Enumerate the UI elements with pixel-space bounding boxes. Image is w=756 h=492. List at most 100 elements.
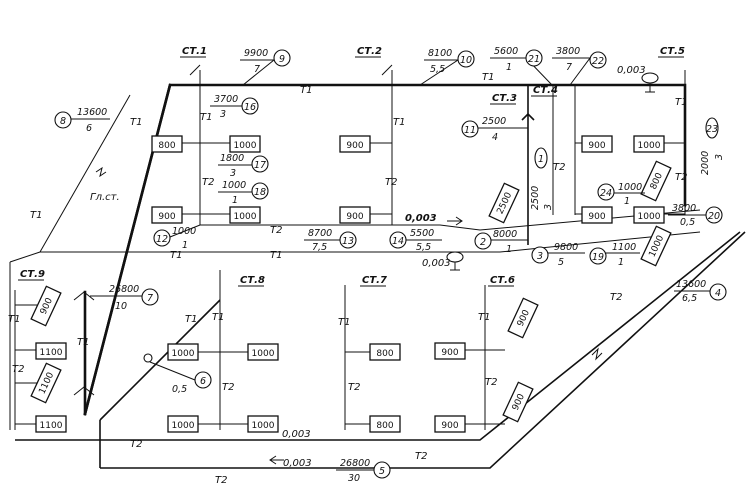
radiator-st2-a: 900 (339, 135, 371, 153)
riser-label-st4: СТ.4 (533, 85, 558, 96)
radiator-st1-c: 900 (151, 206, 183, 224)
svg-text:0,003: 0,003 (422, 258, 451, 269)
svg-text:1000: 1000 (638, 141, 661, 151)
svg-text:26800: 26800 (109, 284, 139, 295)
svg-text:Т1: Т1 (478, 312, 490, 323)
section-tag-22: 3800 22 7 (552, 46, 607, 86)
svg-text:1: 1 (624, 196, 630, 207)
svg-text:8: 8 (60, 116, 66, 127)
svg-text:Т2: Т2 (222, 382, 234, 393)
section-tag-4: 13600 4 6,5 (674, 279, 727, 304)
svg-text:3700: 3700 (214, 94, 238, 105)
svg-text:3: 3 (220, 109, 226, 120)
section-tag-2: 2 8000 1 (474, 229, 528, 255)
radiator-st6-a: 900 (434, 342, 466, 360)
svg-text:11: 11 (464, 125, 476, 136)
radiator-st3-a: 2500 (488, 182, 520, 224)
svg-text:800: 800 (158, 141, 175, 151)
radiator-st9-a: 900 (30, 285, 62, 327)
svg-text:3: 3 (230, 168, 236, 179)
svg-text:5,5: 5,5 (416, 242, 431, 253)
svg-text:800: 800 (376, 349, 393, 359)
air-collector-icon-2 (446, 251, 464, 271)
svg-text:10: 10 (460, 55, 472, 66)
svg-text:22: 22 (592, 56, 604, 67)
svg-text:9: 9 (279, 54, 285, 65)
svg-text:1: 1 (618, 257, 624, 268)
svg-text:17: 17 (254, 160, 266, 171)
svg-text:Т1: Т1 (393, 117, 405, 128)
radiator-st6-c: 900 (434, 415, 466, 433)
radiator-st1-a: 800 (151, 135, 183, 153)
svg-text:6: 6 (200, 376, 206, 387)
radiator-st7-a: 800 (369, 343, 401, 361)
riser-label-st6: СТ.6 (490, 275, 515, 286)
radiator-st8-c: 1000 (167, 415, 199, 433)
svg-text:5,5: 5,5 (430, 64, 445, 75)
svg-text:Т1: Т1 (338, 317, 350, 328)
riser-label-st2: СТ.2 (357, 46, 382, 57)
svg-text:Т1: Т1 (200, 112, 212, 123)
svg-text:Т1: Т1 (170, 250, 182, 261)
radiator-st5-d: 1000 (640, 225, 672, 267)
svg-text:1000: 1000 (172, 349, 195, 359)
radiator-st4-b: 900 (581, 206, 613, 224)
pipe-labels: Т1 Т1 Т1 Т1 Т1 Т1 Т1 Т1 Т1 Т1 Т1 Т1 Т1 Т… (8, 72, 687, 486)
svg-text:5500: 5500 (410, 228, 434, 239)
svg-text:8100: 8100 (428, 48, 452, 59)
svg-text:1100: 1100 (40, 421, 63, 431)
main-riser (73, 290, 95, 416)
section-tag-11: 11 2500 4 (461, 116, 528, 143)
svg-text:9900: 9900 (244, 48, 268, 59)
section-tag-17: 1800 17 3 (218, 153, 269, 179)
svg-text:Т2: Т2 (202, 177, 214, 188)
riser-label-st1: СТ.1 (182, 46, 207, 57)
svg-text:20: 20 (708, 211, 720, 222)
svg-text:1000: 1000 (222, 180, 246, 191)
svg-text:4: 4 (715, 288, 721, 299)
radiator-st8-a: 1000 (167, 343, 199, 361)
svg-text:Т2: Т2 (215, 475, 227, 486)
section-tag-23: 2000 3 23 (700, 117, 725, 175)
svg-text:1000: 1000 (234, 212, 257, 222)
svg-text:2000: 2000 (700, 151, 711, 175)
radiator-st5-a: 1000 (633, 135, 665, 153)
svg-text:Т1: Т1 (8, 314, 20, 325)
radiator-st8-d: 1000 (247, 415, 279, 433)
svg-text:900: 900 (441, 348, 458, 358)
svg-text:1000: 1000 (172, 421, 195, 431)
riser-label-st7: СТ.7 (362, 275, 387, 286)
slope-labels: 0,003 0,003 0,003 0,003 0,003 (269, 65, 646, 469)
svg-text:7,5: 7,5 (312, 242, 327, 253)
svg-text:23: 23 (706, 124, 718, 135)
svg-text:6: 6 (86, 123, 92, 134)
svg-text:30: 30 (348, 473, 360, 484)
svg-text:1000: 1000 (638, 212, 661, 222)
svg-text:1: 1 (506, 62, 512, 73)
svg-text:8000: 8000 (493, 229, 517, 240)
svg-text:5: 5 (558, 257, 564, 268)
riser-label-st8: СТ.8 (240, 275, 265, 286)
svg-text:Т1: Т1 (212, 312, 224, 323)
svg-text:0,003: 0,003 (617, 65, 646, 76)
svg-text:16: 16 (244, 102, 256, 113)
svg-text:Т1: Т1 (675, 97, 687, 108)
svg-text:900: 900 (346, 141, 363, 151)
svg-text:0,5: 0,5 (172, 384, 187, 395)
section-tag-19: 19 1100 1 (589, 242, 640, 268)
return-main-bottom (15, 231, 746, 469)
section-tag-1: 2500 3 1 (530, 147, 554, 210)
svg-text:7: 7 (566, 62, 572, 73)
svg-text:3: 3 (714, 154, 725, 160)
svg-text:Т2: Т2 (130, 439, 142, 450)
svg-text:13: 13 (342, 236, 354, 247)
radiator-st9-d: 1100 (35, 415, 67, 433)
svg-text:3: 3 (537, 251, 543, 262)
svg-text:900: 900 (588, 212, 605, 222)
svg-text:24: 24 (600, 188, 612, 199)
radiator-st7-b: 800 (369, 415, 401, 433)
riser-label-st9: СТ.9 (20, 269, 45, 280)
radiator-st9-b: 1100 (35, 342, 67, 360)
svg-text:13600: 13600 (676, 279, 706, 290)
